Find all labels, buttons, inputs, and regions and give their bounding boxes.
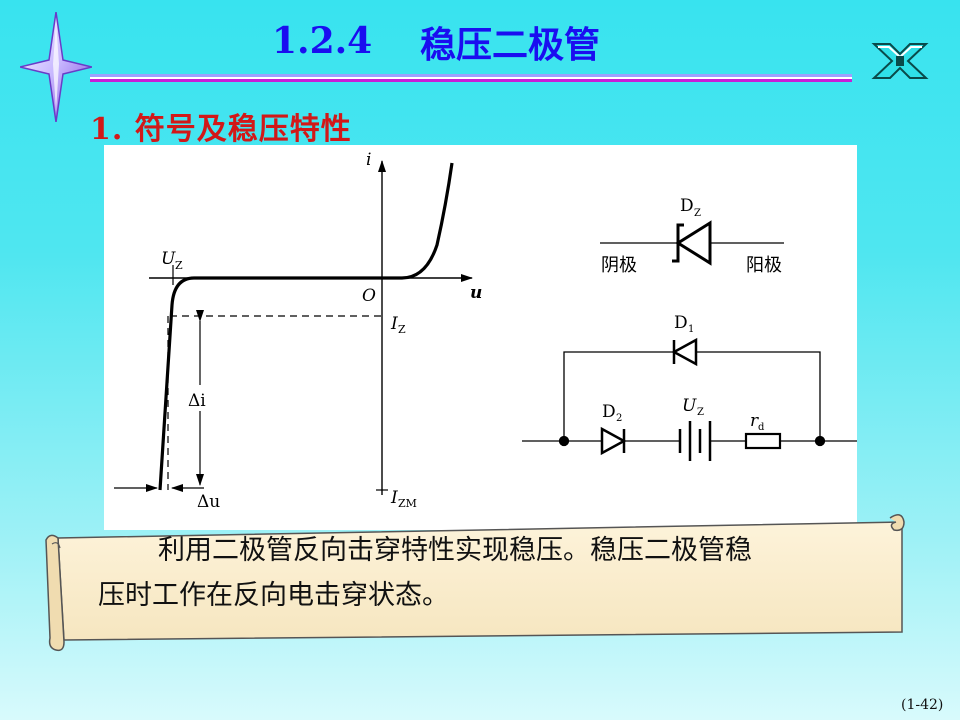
page-title: 1.2.4 稳压二极管 — [0, 16, 960, 66]
section-text: 符号及稳压特性 — [134, 112, 352, 147]
i-axis-label: i — [366, 150, 371, 170]
uz-label: U — [161, 249, 176, 269]
d2-subscript: 2 — [616, 413, 622, 424]
body-line-2: 压时工作在反向电击穿状态。 — [98, 580, 449, 611]
section-number: 1. — [90, 112, 124, 147]
title-number: 1.2.4 — [272, 20, 373, 62]
scroll-banner — [45, 514, 905, 652]
anode-label: 阳极 — [746, 255, 782, 276]
origin-label: O — [362, 286, 376, 306]
d1-label: D — [674, 313, 688, 333]
zener-symbol: D Z 阴极 阳极 — [600, 196, 784, 276]
izm-subscript: ZM — [398, 497, 417, 510]
body-line-1: 利用二极管反向击穿特性实现稳压。稳压二极管稳 — [158, 535, 752, 566]
equivalent-circuit — [522, 337, 857, 461]
title-underline — [90, 74, 852, 83]
characteristic-curve — [158, 162, 454, 491]
delta-u-label: Δu — [197, 492, 220, 512]
cathode-label: 阴极 — [601, 255, 637, 276]
dz-label: D — [680, 196, 694, 216]
star-icon — [20, 12, 92, 122]
izm-label: I — [390, 488, 398, 508]
rd-label: r — [750, 411, 759, 431]
close-icon[interactable] — [870, 36, 930, 86]
iz-label: I — [390, 314, 398, 334]
iv-curve-graph: i u O U Z I Z I ZM Δi Δu — [114, 150, 482, 512]
d1-subscript: 1 — [688, 324, 694, 335]
page-number: (1-42) — [901, 697, 944, 713]
dz-subscript: Z — [694, 208, 701, 219]
rd-subscript: d — [758, 422, 765, 433]
section-heading: 1. 符号及稳压特性 — [90, 104, 352, 148]
delta-i-label: Δi — [188, 391, 206, 411]
uz-subscript: Z — [175, 259, 183, 272]
uz-source-subscript: Z — [697, 407, 704, 418]
uz-source-label: U — [682, 396, 697, 416]
iz-subscript: Z — [398, 323, 406, 336]
title-text: 稳压二极管 — [420, 25, 601, 66]
diagram-panel: i u O U Z I Z I ZM Δi Δu D Z 阴极 阳极 — [104, 145, 857, 530]
body-text: 利用二极管反向击穿特性实现稳压。稳压二极管稳 压时工作在反向电击穿状态。 — [98, 528, 878, 618]
d2-label: D — [602, 402, 616, 422]
u-axis-label: u — [470, 283, 482, 303]
